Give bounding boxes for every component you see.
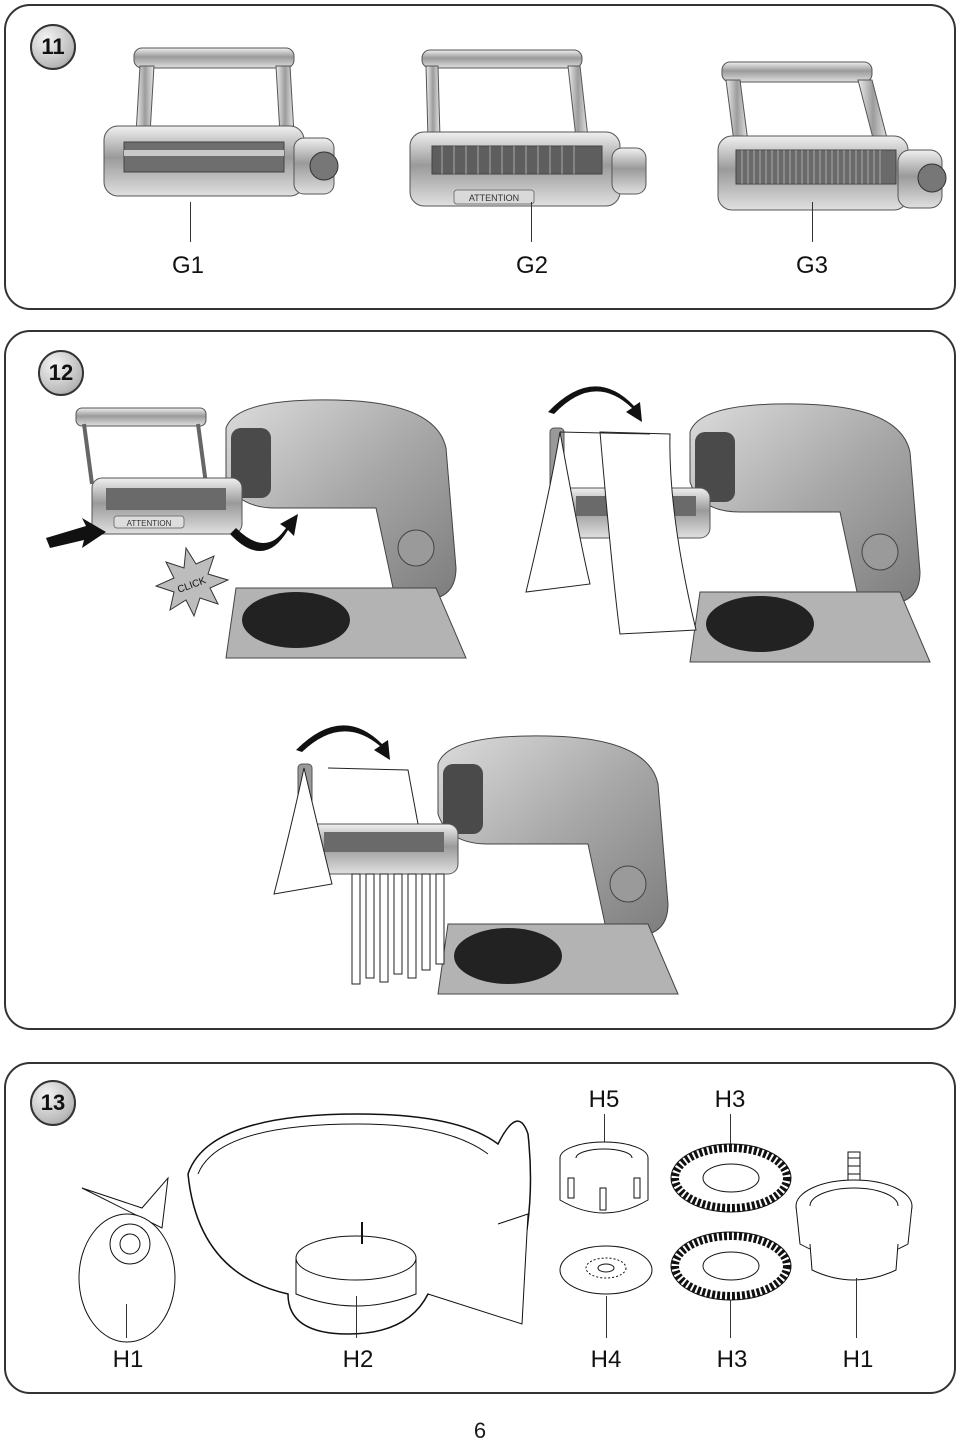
leader-line-g2: [531, 202, 532, 242]
grinding-blade-h3-bottom-illustration: [670, 1231, 792, 1301]
leader-line-h3-bottom: [730, 1300, 731, 1338]
label-g3: G3: [795, 252, 829, 279]
label-h3-top: H3: [714, 1086, 746, 1113]
label-h5: H5: [588, 1086, 620, 1113]
food-pusher-h1-illustration: [78, 1176, 176, 1343]
ring-nut-h5-illustration: [559, 1141, 649, 1214]
section-13-panel: 13 H1 H2 H5 H3: [4, 1062, 956, 1394]
mincing-plate-h4-illustration: [559, 1245, 653, 1295]
label-h3-bottom: H3: [716, 1346, 748, 1373]
label-h2: H2: [342, 1346, 374, 1373]
mixer-attach-illustration: ATTENTION CLICK: [46, 399, 467, 659]
leader-line-h2: [356, 1296, 357, 1338]
gear-housing-h1-illustration: [795, 1151, 913, 1281]
leader-line-g1: [190, 202, 191, 242]
mixer-cut-noodles-illustration: [273, 725, 679, 995]
grinding-blade-h3-top-illustration: [670, 1143, 792, 1213]
attention-text-step1: ATTENTION: [127, 519, 172, 528]
step-badge-12: 12: [38, 350, 84, 396]
step-badge-11: 11: [30, 24, 76, 70]
leader-line-h3-top: [730, 1114, 731, 1148]
pasta-roller-g1-illustration: [103, 47, 339, 197]
page-number: 6: [473, 1418, 487, 1443]
label-g2: G2: [515, 252, 549, 279]
pasta-cutter-g3-illustration: [717, 61, 947, 211]
label-h4: H4: [590, 1346, 622, 1373]
leader-line-h5: [604, 1114, 605, 1164]
pasta-cutter-g2-illustration: ATTENTION: [409, 49, 647, 207]
leader-line-h1-left: [126, 1304, 127, 1338]
leader-line-h4: [606, 1296, 607, 1338]
label-h1-left: H1: [112, 1346, 144, 1373]
mixer-roll-dough-illustration: [525, 386, 931, 663]
label-h1-right: H1: [842, 1346, 874, 1373]
leader-line-g3: [812, 202, 813, 242]
section-12-panel: 12 ATTENTION CLICK: [4, 330, 956, 1030]
leader-line-h1-right: [856, 1278, 857, 1338]
step-badge-13: 13: [30, 1080, 76, 1126]
attention-text-g2: ATTENTION: [469, 193, 519, 203]
label-g1: G1: [171, 252, 205, 279]
food-tray-h2-illustration: [187, 1113, 532, 1335]
section-11-panel: 11 G1 ATTE: [4, 4, 956, 310]
